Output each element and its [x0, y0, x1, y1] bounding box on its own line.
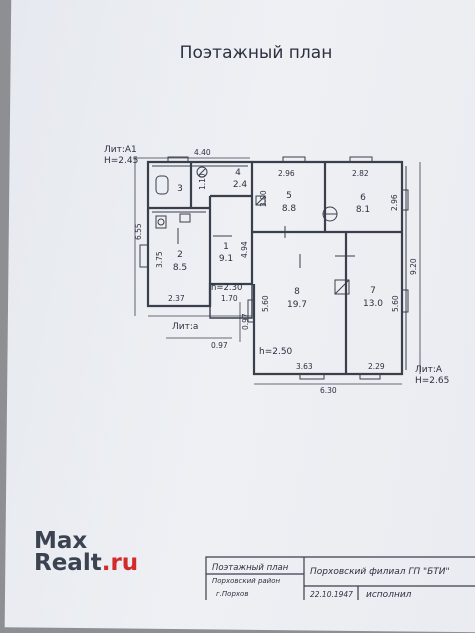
dim-363: 3.63	[296, 362, 313, 371]
room-4-area: 2.4	[233, 180, 248, 190]
dim-229: 2.29	[368, 362, 385, 371]
height-mid-label: h=2.30	[211, 283, 242, 293]
watermark-logo: Max Realt.ru	[34, 528, 139, 576]
lit-a-small-label: Лит:а	[172, 322, 198, 332]
dim-097-vertical: 0.97	[241, 313, 250, 330]
room-5-area: 8.8	[282, 204, 297, 214]
lit-a-label: Лит:А	[415, 365, 443, 375]
room-1-area: 9.1	[219, 254, 233, 264]
room-8-area: 19.7	[287, 300, 307, 310]
dim-top-440: 4.40	[194, 148, 211, 157]
dim-920: 9.20	[409, 258, 418, 275]
stamp-organization: Порховский филиал ГП "БТИ"	[310, 567, 450, 577]
room-6-area: 8.1	[356, 205, 370, 215]
dim-097-horizontal: 0.97	[211, 341, 228, 350]
dim-296: 2.96	[278, 169, 295, 178]
dim-170: 1.70	[221, 294, 238, 303]
stamp-district: Порховский район	[212, 577, 281, 585]
dim-110: 1.10	[198, 173, 207, 190]
floor-plan: Поэтажный план	[104, 43, 475, 600]
dim-237: 2.37	[168, 294, 185, 303]
room-1-number: 1	[223, 242, 229, 252]
room-2-number: 2	[177, 250, 183, 260]
dim-494: 4.94	[240, 241, 249, 258]
dim-side-655: 6.55	[134, 223, 143, 240]
dim-300: 3.00	[259, 190, 268, 207]
stamp-executor: исполнил	[366, 590, 412, 600]
height-a-label: Н=2.65	[415, 376, 449, 386]
room-2-area: 8.5	[173, 263, 187, 273]
room-7-number: 7	[370, 286, 376, 296]
height-a1-label: Н=2.45	[104, 156, 138, 166]
dim-282: 2.82	[352, 169, 369, 178]
watermark-max: Max	[34, 528, 88, 554]
room-3-number: 3	[177, 184, 183, 194]
room-6-number: 6	[360, 193, 366, 203]
dim-375: 3.75	[155, 251, 164, 268]
stamp-plan-title: Поэтажный план	[212, 563, 289, 573]
room-8-number: 8	[294, 287, 300, 297]
plan-title: Поэтажный план	[180, 43, 333, 63]
lit-a1-label: Лит:А1	[104, 145, 137, 155]
stamp-date: 22.10.1947	[310, 590, 353, 599]
dim-560-right: 5.60	[391, 295, 400, 312]
watermark-ru: .ru	[101, 550, 139, 576]
watermark-realt: Realt	[34, 550, 102, 576]
room-5-number: 5	[286, 191, 292, 201]
dim-630: 6.30	[320, 386, 337, 395]
room-7-area: 13.0	[363, 299, 383, 309]
dim-560-left: 5.60	[261, 295, 270, 312]
dim-296-vertical: 2.96	[390, 194, 399, 211]
height-low-label: h=2.50	[259, 347, 293, 357]
stamp-city: г.Порхов	[216, 590, 248, 598]
room-4-number: 4	[235, 168, 241, 178]
